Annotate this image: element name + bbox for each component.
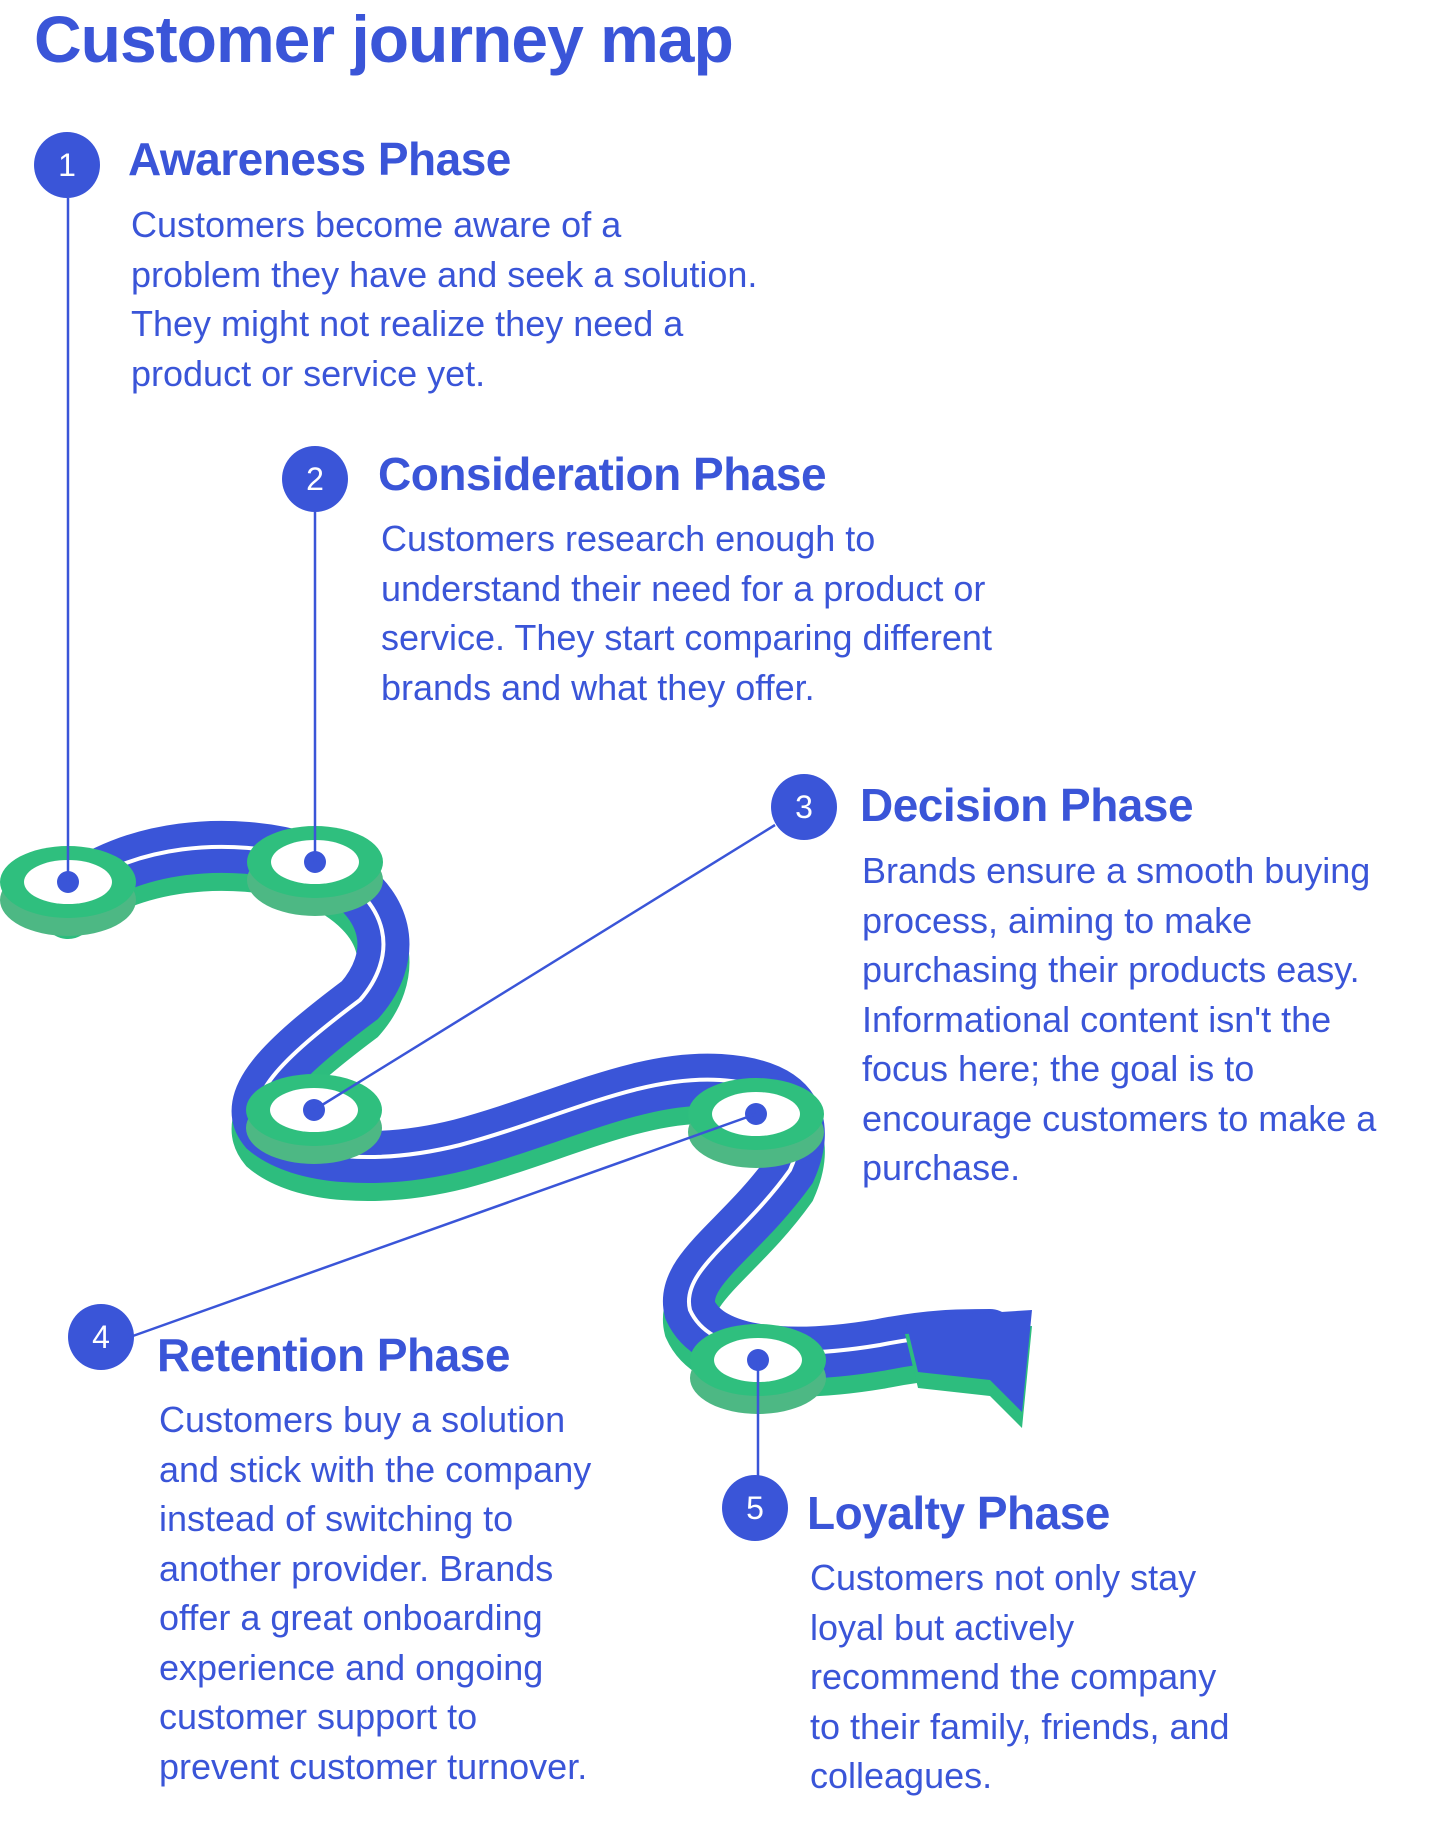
phase-5-title: Loyalty Phase — [807, 1487, 1110, 1539]
page-title: Customer journey map — [34, 2, 734, 76]
phase-5-number-badge: 5 — [722, 1475, 788, 1541]
stop-4 — [688, 1078, 824, 1168]
phase-2-number-badge: 2 — [282, 446, 348, 512]
road-path — [42, 820, 1016, 1397]
connector-3 — [313, 823, 776, 1112]
phase-3-title: Decision Phase — [860, 779, 1194, 831]
connector-4 — [129, 1112, 757, 1339]
phase-1-description: Customers become aware of a problem they… — [131, 204, 758, 394]
road-arrow-icon — [905, 1310, 1032, 1428]
phase-4-description: Customers buy a solution and stick with … — [159, 1399, 592, 1787]
phase-4-number-badge: 4 — [68, 1304, 134, 1370]
stop-2 — [247, 826, 383, 916]
phase-2-title: Consideration Phase — [378, 448, 827, 500]
phase-5-description: Customers not only stay loyal but active… — [810, 1557, 1230, 1796]
phase-2-description: Customers research enough to understand … — [381, 518, 992, 708]
phase-1-title: Awareness Phase — [128, 133, 511, 185]
stop-3 — [246, 1074, 382, 1164]
phase-3-number-badge: 3 — [771, 774, 837, 840]
phase-1-number-badge: 1 — [34, 132, 100, 198]
phase-3-description: Brands ensure a smooth buying process, a… — [862, 850, 1377, 1188]
phase-4-title: Retention Phase — [157, 1329, 510, 1381]
connector-lines — [66, 198, 776, 1480]
